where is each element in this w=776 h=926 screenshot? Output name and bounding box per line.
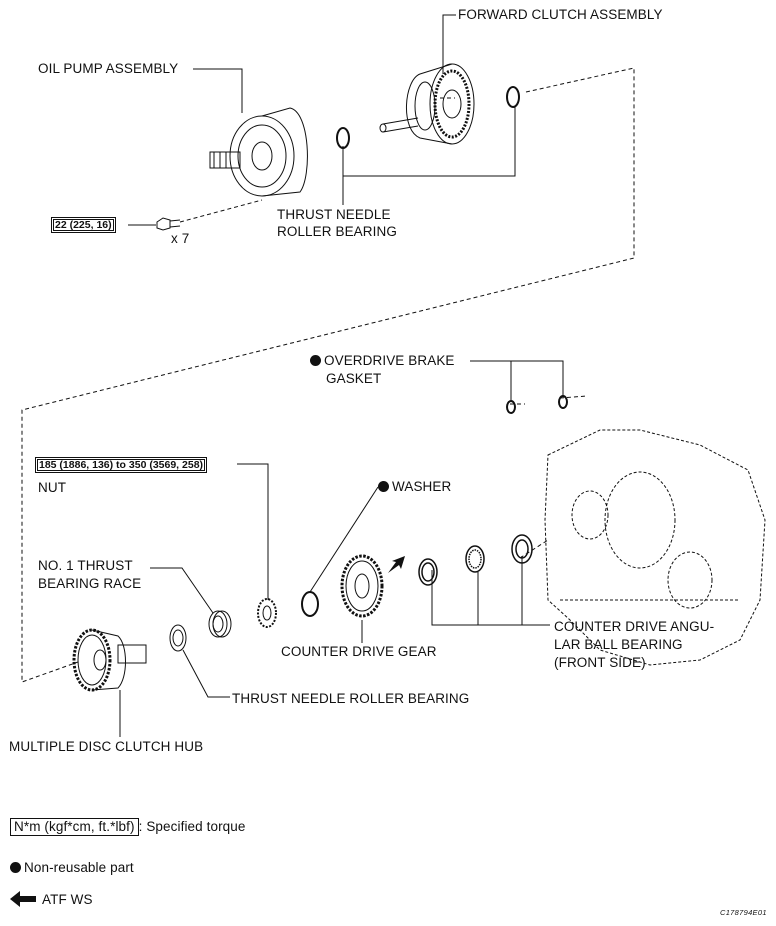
thrust-bearing-race-drawing <box>208 610 232 638</box>
overdrive-gasket-text: OVERDRIVE BRAKE <box>324 353 455 368</box>
overdrive-gasket-1 <box>506 400 516 414</box>
washer-drawing <box>301 591 319 617</box>
label-washer: WASHER <box>378 478 451 495</box>
forward-clutch-assembly-drawing <box>379 63 475 145</box>
washer-text: WASHER <box>392 479 452 494</box>
label-counter-drive-bearing-3: (FRONT SIDE) <box>554 655 646 670</box>
legend-torque: N*m (kgf*cm, ft.*lbf): Specified torque <box>10 818 246 836</box>
thrust-bearing-top-left <box>336 127 350 149</box>
label-thrust-race-1: NO. 1 THRUST <box>38 558 133 573</box>
assembly-dashed-lines <box>21 67 635 683</box>
figure-code: C178794E01 <box>720 908 767 917</box>
nut-drawing <box>257 598 277 628</box>
label-forward-clutch: FORWARD CLUTCH ASSEMBLY <box>458 7 663 22</box>
atf-legend-arrow-icon <box>10 891 36 907</box>
legend-torque-box: N*m (kgf*cm, ft.*lbf) <box>10 818 139 836</box>
label-counter-drive-bearing-1: COUNTER DRIVE ANGU- <box>554 619 715 634</box>
label-bolt-quantity: x 7 <box>171 231 190 246</box>
label-counter-drive-gear: COUNTER DRIVE GEAR <box>281 644 437 659</box>
label-clutch-hub: MULTIPLE DISC CLUTCH HUB <box>9 739 204 754</box>
oil-pump-assembly-drawing <box>209 107 308 197</box>
legend-nonreusable: Non-reusable part <box>10 859 134 876</box>
bolt-torque-box: 22 (225, 16) <box>51 217 116 233</box>
overdrive-gasket-2 <box>558 395 568 409</box>
label-thrust-needle-bottom: THRUST NEEDLE ROLLER BEARING <box>232 691 470 706</box>
nonreusable-dot-icon <box>310 355 321 366</box>
leader-lines <box>119 14 564 737</box>
thrust-needle-bottom-drawing <box>169 624 187 652</box>
label-thrust-needle-top-2: ROLLER BEARING <box>277 224 397 239</box>
bolt-drawing <box>128 217 181 231</box>
multiple-disc-clutch-hub-drawing <box>72 628 147 692</box>
nonreusable-dot-icon <box>10 862 21 873</box>
label-overdrive-gasket-1: OVERDRIVE BRAKE <box>310 352 455 369</box>
label-nut: NUT <box>38 480 67 495</box>
legend-torque-text: : Specified torque <box>138 819 246 834</box>
label-oil-pump: OIL PUMP ASSEMBLY <box>38 61 179 76</box>
counter-drive-bearing-drawing <box>418 534 533 586</box>
label-overdrive-gasket-2: GASKET <box>326 371 382 386</box>
nonreusable-dot-icon <box>378 481 389 492</box>
transaxle-case-drawing <box>544 429 766 666</box>
legend-nonreusable-text: Non-reusable part <box>24 860 134 875</box>
counter-drive-gear-drawing <box>340 554 384 618</box>
atf-arrow-icon <box>388 556 405 573</box>
label-thrust-needle-top-1: THRUST NEEDLE <box>277 207 391 222</box>
nut-torque-box: 185 (1886, 136) to 350 (3569, 258) <box>35 457 208 473</box>
label-thrust-race-2: BEARING RACE <box>38 576 142 591</box>
legend-atf: ATF WS <box>42 892 93 907</box>
thrust-bearing-top-right <box>506 86 520 108</box>
label-counter-drive-bearing-2: LAR BALL BEARING <box>554 637 683 652</box>
